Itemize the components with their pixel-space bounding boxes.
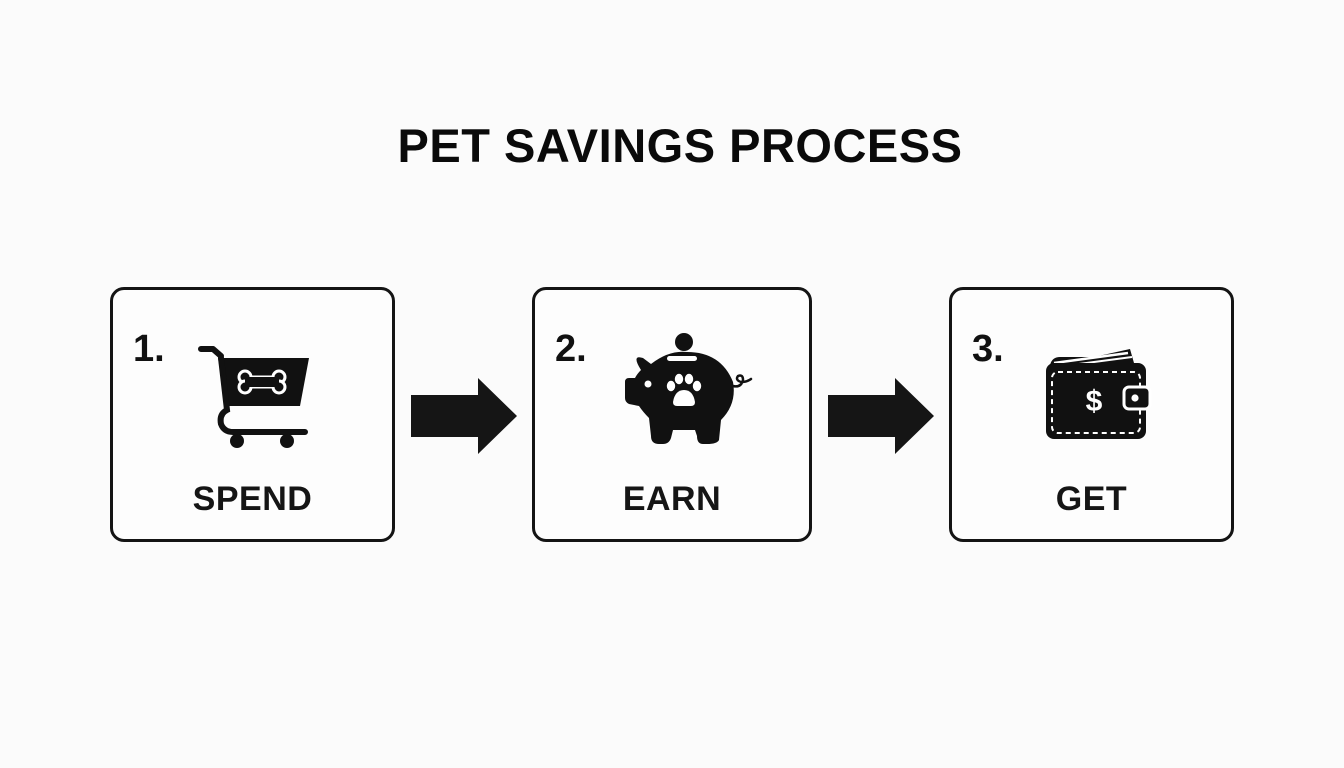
step-number: 3.	[972, 328, 1004, 370]
step-number: 2.	[555, 328, 587, 370]
dollar-sign-icon: $	[1086, 385, 1103, 418]
step-label: EARN	[622, 480, 722, 518]
step-label: SPEND	[192, 480, 313, 518]
page-title: PET SAVINGS PROCESS	[397, 119, 963, 172]
arrow-right-icon	[411, 378, 517, 454]
step-spend-card: 1. SPEND	[110, 287, 395, 542]
step-get-card: 3. $ GET	[949, 287, 1234, 542]
wallet-with-dollar-icon: $	[1046, 349, 1152, 439]
piggy-bank-with-paw-icon	[625, 333, 753, 444]
step-number: 1.	[133, 328, 165, 370]
step-label: GET	[1055, 480, 1128, 518]
arrow-right-icon	[828, 378, 934, 454]
shopping-cart-with-bone-icon	[198, 346, 309, 448]
step-earn-card: 2. EARN	[532, 287, 812, 542]
